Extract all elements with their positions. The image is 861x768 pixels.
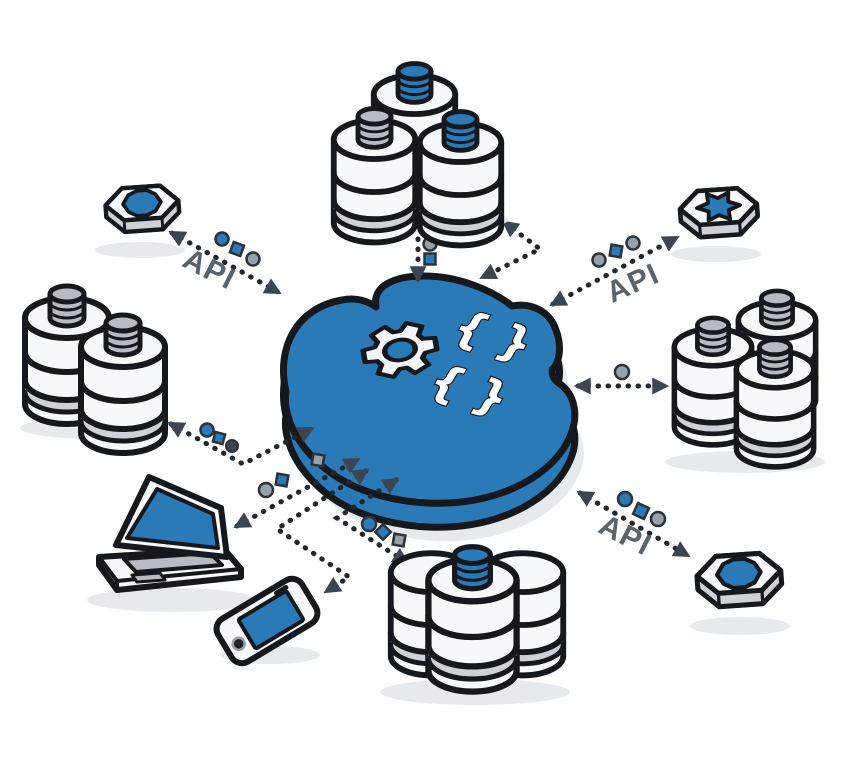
hex-shadow xyxy=(95,242,185,258)
link-cloud-hex-top-left: API xyxy=(168,230,282,297)
smartphone-client xyxy=(213,575,321,667)
link-cloud-hex-top-right: API xyxy=(549,235,680,309)
gear-star-inset-icon xyxy=(695,190,742,223)
database-stack xyxy=(420,112,501,246)
gear-icon xyxy=(360,321,440,379)
decor-dot xyxy=(608,243,624,259)
module-hex-bottom-right xyxy=(690,552,790,635)
cloud-node: { } { } xyxy=(283,276,584,542)
link-cloud-laptop xyxy=(233,452,361,529)
decor-dot xyxy=(391,532,407,548)
decor-dot xyxy=(613,363,631,381)
hex-shadow xyxy=(690,617,790,635)
laptop-base-crease xyxy=(97,555,243,592)
decor-dot xyxy=(616,490,634,508)
decor-dot xyxy=(373,522,393,542)
decor-dot xyxy=(199,422,215,438)
database-stack xyxy=(736,340,813,467)
decor-dot xyxy=(245,251,261,267)
laptop-trackpad xyxy=(130,571,167,584)
phone-speaker xyxy=(274,584,289,596)
decor-dot xyxy=(214,231,230,247)
database-cluster-right xyxy=(665,291,825,473)
phone-home-button xyxy=(231,636,246,652)
api-label-top-right: API xyxy=(602,257,665,309)
module-hex-top-left xyxy=(95,184,185,258)
decor-dot xyxy=(631,501,651,521)
decor-dot xyxy=(423,252,437,266)
laptop-shadow xyxy=(87,588,257,612)
api-label-bottom-right: API xyxy=(594,508,658,562)
link-cloud-db-bottom xyxy=(332,477,410,565)
hexagon-inset-icon xyxy=(714,556,763,591)
link-cloud-hex-bottom-right: API xyxy=(576,490,691,563)
database-cluster-left xyxy=(20,286,170,453)
decor-dot xyxy=(625,235,641,251)
link-cloud-phone xyxy=(272,468,370,594)
decor-dot xyxy=(591,252,607,268)
database-cluster-bottom xyxy=(380,547,570,705)
decor-dot xyxy=(360,515,378,533)
decor-dot xyxy=(228,240,246,258)
database-stack xyxy=(81,315,165,453)
database-cluster-top xyxy=(332,64,508,246)
module-hex-top-right xyxy=(671,187,761,262)
decor-dot xyxy=(225,439,239,453)
hex-shadow xyxy=(671,246,761,262)
hexagon-inset-icon xyxy=(121,188,163,218)
phone-screen xyxy=(236,589,305,651)
decor-dot xyxy=(257,481,275,499)
links: API API AP xyxy=(167,214,691,594)
decor-dot xyxy=(649,510,667,528)
decor-dot xyxy=(274,472,290,488)
database-stack xyxy=(334,109,415,243)
decor-dot xyxy=(211,430,227,446)
laptop-client xyxy=(87,474,257,612)
laptop-screen xyxy=(125,487,220,550)
decor-dot xyxy=(310,452,326,468)
database-stack xyxy=(428,547,516,692)
link-cloud-db-right xyxy=(573,363,670,395)
